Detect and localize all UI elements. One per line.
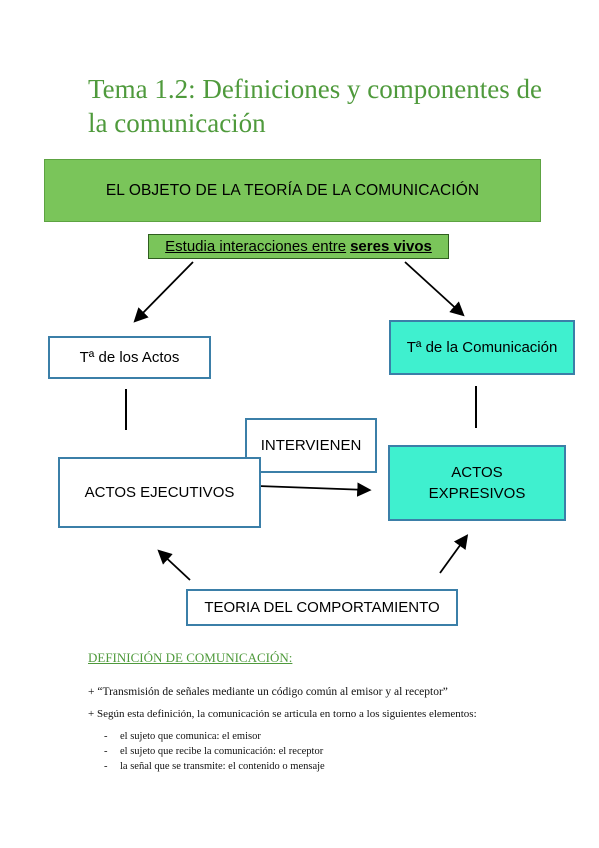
list-item: -el sujeto que recibe la comunicación: e… xyxy=(104,746,324,757)
theory-comm-text: Tª de la Comunicación xyxy=(406,339,558,356)
definition-quote: + “Transmisión de señales mediante un có… xyxy=(88,686,448,698)
exec-acts-text: ACTOS EJECUTIVOS xyxy=(84,484,235,501)
theory-acts-box: Tª de los Actos xyxy=(48,336,211,379)
theory-acts-text: Tª de los Actos xyxy=(79,349,180,366)
expr-acts-line2: EXPRESIVOS xyxy=(428,485,526,502)
definition-heading: DEFINICIÓN DE COMUNICACIÓN: xyxy=(88,650,293,665)
arrow-to-theory-acts xyxy=(133,261,194,323)
intervene-box: INTERVIENEN xyxy=(245,418,377,473)
studies-box: Estudia interacciones entre seres vivos xyxy=(148,234,449,259)
arrow-behaviour-to-exec xyxy=(157,549,191,581)
studies-bold-text: seres vivos xyxy=(350,238,432,255)
expr-acts-box: ACTOS EXPRESIVOS xyxy=(388,445,566,521)
arrow-exec-to-expr xyxy=(257,482,372,497)
exec-acts-box: ACTOS EJECUTIVOS xyxy=(58,457,261,528)
behaviour-theory-text: TEORIA DEL COMPORTAMIENTO xyxy=(204,599,440,616)
theory-comm-box: Tª de la Comunicación xyxy=(389,320,575,375)
studies-text: Estudia interacciones entre xyxy=(165,238,347,255)
elements-list: -el sujeto que comunica: el emisor -el s… xyxy=(104,729,325,774)
arrow-to-theory-comm xyxy=(404,261,465,317)
definition-intro: + Según esta definición, la comunicación… xyxy=(88,708,477,720)
intervene-text: INTERVIENEN xyxy=(260,437,362,454)
diagram-header-box: EL OBJETO DE LA TEORÍA DE LA COMUNICACIÓ… xyxy=(44,159,541,222)
behaviour-theory-box: TEORIA DEL COMPORTAMIENTO xyxy=(186,589,458,626)
list-item: -el sujeto que comunica: el emisor xyxy=(104,731,261,742)
diagram-header-text: EL OBJETO DE LA TEORÍA DE LA COMUNICACIÓ… xyxy=(105,181,480,199)
list-item: -la señal que se transmite: el contenido… xyxy=(104,761,325,772)
expr-acts-line1: ACTOS xyxy=(451,464,503,481)
page-title: Tema 1.2: Definiciones y componentes de … xyxy=(88,74,542,138)
arrow-behaviour-to-expr xyxy=(439,534,469,574)
